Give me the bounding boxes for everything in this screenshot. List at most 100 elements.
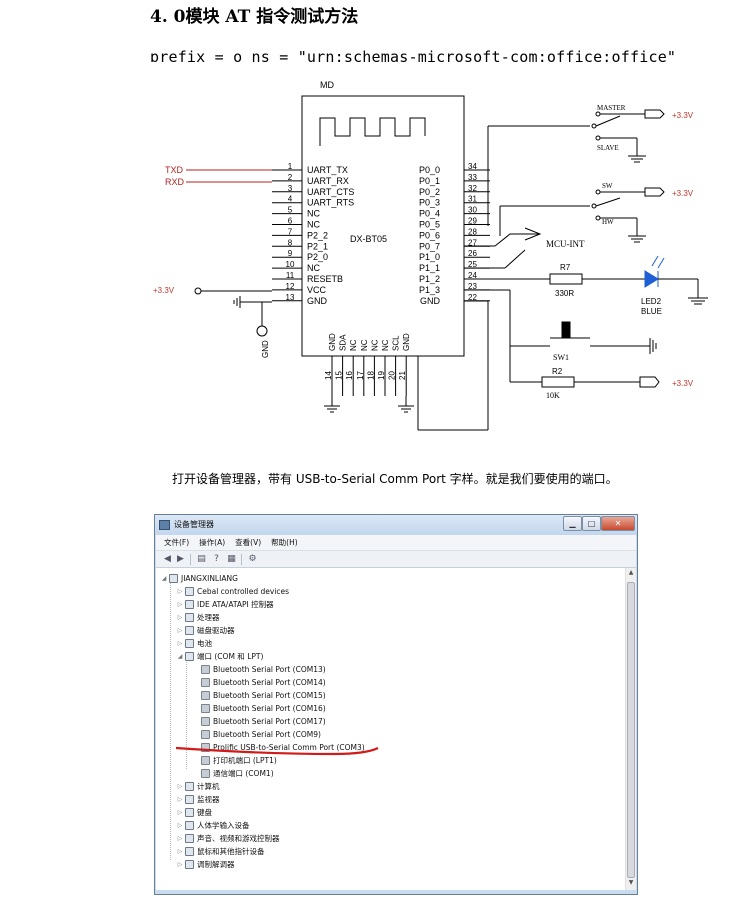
- left-pin-name: UART_CTS: [307, 187, 354, 197]
- left-pin-name: UART_RX: [307, 176, 349, 186]
- left-pin-name: P2_1: [307, 241, 328, 251]
- tree-category[interactable]: ▷IDE ATA/ATAPI 控制器: [176, 598, 274, 611]
- tree-port-item[interactable]: Bluetooth Serial Port (COM14): [192, 676, 326, 689]
- tree-category[interactable]: ▷ 鼠标和其他指针设备: [176, 845, 265, 858]
- maximize-button[interactable]: □: [582, 516, 601, 531]
- serial-port-icon: [201, 691, 210, 700]
- tree-item-label: 键盘: [197, 808, 212, 817]
- scroll-down-icon: ▼: [628, 879, 634, 886]
- properties-icon[interactable]: ▤: [197, 554, 206, 564]
- left-pin-name: VCC: [307, 285, 327, 295]
- device-category-icon: [185, 613, 194, 622]
- left-pin-name: UART_TX: [307, 165, 348, 175]
- tree-port-item[interactable]: 打印机端口 (LPT1): [192, 754, 277, 767]
- expand-arrow-icon[interactable]: ▷: [177, 796, 183, 803]
- tree-item-label: 鼠标和其他指针设备: [197, 847, 265, 856]
- tree-port-item[interactable]: 通信端口 (COM1): [192, 767, 274, 780]
- tree-port-item[interactable]: Bluetooth Serial Port (COM16): [192, 702, 326, 715]
- vertical-scrollbar[interactable]: ▲ ▼: [625, 568, 636, 890]
- bottom-pin-name: NC: [381, 339, 390, 351]
- expand-arrow-icon[interactable]: ◢: [161, 575, 167, 582]
- left-pin-name: NC: [307, 220, 320, 230]
- expand-arrow-icon[interactable]: ▷: [177, 601, 183, 608]
- left-pin-name: RESETB: [307, 274, 343, 284]
- tree-category[interactable]: ▷ 调制解调器: [176, 858, 235, 871]
- menu-help[interactable]: 帮助(H): [271, 538, 298, 547]
- bottom-pin-name: NC: [370, 339, 379, 351]
- forward-arrow-icon[interactable]: ▶: [177, 554, 184, 564]
- right-pin-name: P1_1: [419, 263, 440, 273]
- vcc-master-label: +3.3V: [672, 111, 694, 120]
- tree-port-item[interactable]: Prolific USB-to-Serial Comm Port (COM3): [192, 741, 365, 754]
- tree-port-item[interactable]: Bluetooth Serial Port (COM9): [192, 728, 321, 741]
- bottom-pin-name: GND: [328, 333, 337, 351]
- tree-port-item[interactable]: Bluetooth Serial Port (COM17): [192, 715, 326, 728]
- bottom-pin-number: 19: [377, 371, 386, 380]
- left-pin-name: P2_2: [307, 230, 328, 240]
- expand-arrow-icon[interactable]: ▷: [177, 640, 183, 647]
- tree-category[interactable]: ▷ 声音、视频和游戏控制器: [176, 832, 280, 845]
- right-pin-group: 34P0_033P0_132P0_231P0_330P0_429P0_528P0…: [419, 162, 490, 306]
- menu-file[interactable]: 文件(F): [164, 538, 190, 547]
- tree-category[interactable]: ▷监视器: [176, 793, 220, 806]
- menu-action[interactable]: 操作(A): [199, 538, 226, 547]
- expand-arrow-icon[interactable]: ▷: [177, 627, 183, 634]
- expand-arrow-icon[interactable]: ▷: [177, 861, 183, 868]
- close-button[interactable]: ✕: [601, 516, 635, 531]
- tree-item-label: Bluetooth Serial Port (COM13): [213, 665, 326, 674]
- minimize-button[interactable]: ▁: [563, 516, 582, 531]
- tree-item-label: 调制解调器: [197, 860, 235, 869]
- txd-label: TXD: [165, 165, 184, 175]
- expand-arrow-icon[interactable]: ▷: [177, 783, 183, 790]
- sw1-name: SW1: [553, 353, 569, 362]
- tree-category[interactable]: ▷计算机: [176, 780, 220, 793]
- left-pin-number: 8: [288, 238, 293, 247]
- bottom-pin-number: 15: [335, 371, 344, 380]
- back-arrow-icon[interactable]: ◀: [164, 554, 171, 564]
- tree-category[interactable]: ▷磁盘驱动器: [176, 624, 235, 637]
- left-pin-number: 2: [288, 173, 293, 182]
- expand-arrow-icon[interactable]: ▷: [177, 614, 183, 621]
- expand-arrow-icon[interactable]: ▷: [177, 588, 183, 595]
- help-icon[interactable]: ?: [214, 554, 219, 564]
- expand-arrow-icon[interactable]: ▷: [177, 822, 183, 829]
- menu-bar: 文件(F) 操作(A) 查看(V) 帮助(H): [156, 535, 636, 551]
- bottom-pin-number: 20: [388, 371, 397, 380]
- scan-hardware-icon[interactable]: ⚙: [248, 554, 257, 564]
- right-pin-name: P0_1: [419, 176, 440, 186]
- device-category-icon: [185, 847, 194, 856]
- tree-category[interactable]: ▷电池: [176, 637, 212, 650]
- tree-port-item[interactable]: Bluetooth Serial Port (COM15): [192, 689, 326, 702]
- serial-port-icon: [201, 769, 210, 778]
- scroll-up-icon: ▲: [628, 569, 634, 576]
- tree-item-label: Bluetooth Serial Port (COM16): [213, 704, 326, 713]
- bottom-pin-number: 21: [398, 371, 407, 380]
- tree-item-label: 声音、视频和游戏控制器: [197, 834, 280, 843]
- bottom-pin-name: SDA: [339, 334, 348, 351]
- tree-category[interactable]: ▷处理器: [176, 611, 220, 624]
- scroll-thumb: [627, 582, 635, 878]
- tree-category[interactable]: ▷ Cebal controlled devices: [176, 585, 289, 598]
- tree-category[interactable]: ▷ 键盘: [176, 806, 212, 819]
- serial-port-icon: [201, 704, 210, 713]
- module-outline: [301, 95, 465, 357]
- tree-category-ports[interactable]: ◢端口 (COM 和 LPT): [176, 650, 263, 663]
- expand-arrow-icon[interactable]: ◢: [177, 653, 183, 660]
- menu-view[interactable]: 查看(V): [235, 538, 262, 547]
- tree-port-item[interactable]: Bluetooth Serial Port (COM13): [192, 663, 326, 676]
- expand-arrow-icon[interactable]: ▷: [177, 848, 183, 855]
- right-pin-name: P0_3: [419, 198, 440, 208]
- tree-category[interactable]: ▷人体学输入设备: [176, 819, 250, 832]
- expand-arrow-icon[interactable]: ▷: [177, 809, 183, 816]
- expand-arrow-icon[interactable]: ▷: [177, 835, 183, 842]
- title-bar[interactable]: 设备管理器 ▁ □ ✕: [155, 515, 637, 535]
- master-label: MASTER: [597, 104, 626, 112]
- tree-root-computer[interactable]: ◢JIANGXINLIANG: [160, 572, 238, 585]
- list-view-icon[interactable]: ▦: [227, 554, 236, 564]
- tree-item-label: Cebal controlled devices: [197, 587, 290, 596]
- r2-name: R2: [552, 367, 563, 376]
- slave-label: SLAVE: [597, 144, 619, 152]
- gnd-left-terminal: [256, 325, 268, 337]
- right-pin-number: 31: [468, 195, 477, 204]
- serial-port-icon: [201, 730, 210, 739]
